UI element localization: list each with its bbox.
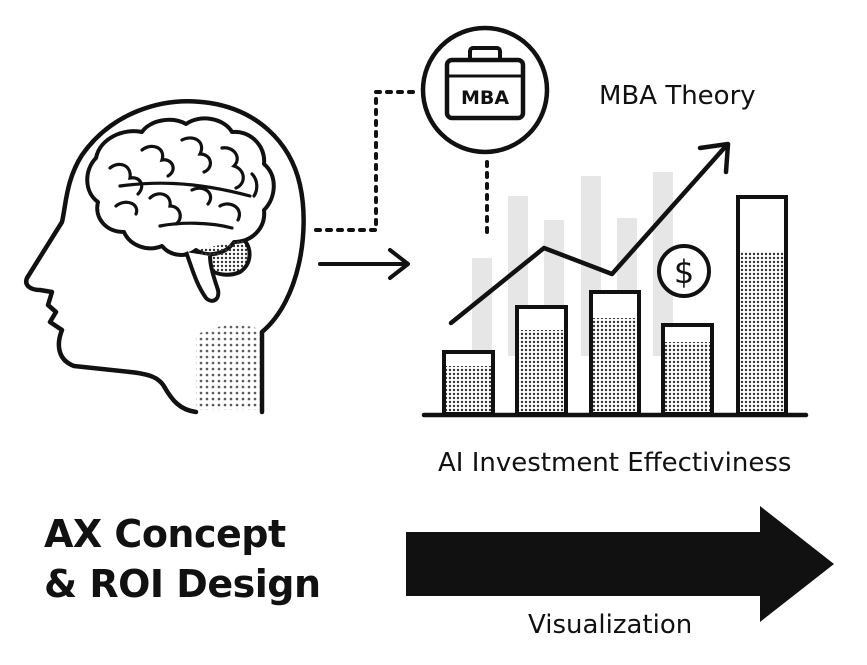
ai-investment-label: AI Investment Effectiviness xyxy=(438,448,791,478)
neck-shading xyxy=(196,325,262,410)
dollar-symbol: $ xyxy=(674,253,694,291)
briefcase-icon: MBA xyxy=(420,25,550,155)
bar-2 xyxy=(515,305,568,416)
mba-theory-label: MBA Theory xyxy=(599,81,756,111)
brain-stem xyxy=(184,251,221,303)
human-head-profile-icon xyxy=(24,99,306,415)
visualization-label: Visualization xyxy=(528,610,692,640)
bar-3 xyxy=(589,290,641,416)
dotted-connector xyxy=(314,90,489,238)
bar-chart-graphic: $ xyxy=(421,141,809,418)
background-bars xyxy=(472,172,673,356)
briefcase-label: MBA xyxy=(461,87,509,109)
bar-1 xyxy=(442,350,495,416)
bar-4 xyxy=(661,323,714,416)
dollar-coin-icon: $ xyxy=(657,244,711,298)
right-arrow-icon xyxy=(318,248,410,280)
title-line-2: & ROI Design xyxy=(44,562,321,606)
big-right-arrow-icon xyxy=(406,506,834,622)
brain-outline xyxy=(85,116,276,257)
brain-folds xyxy=(108,136,259,230)
bar-5 xyxy=(736,195,788,416)
brain-icon xyxy=(85,116,276,303)
trend-up-arrow-icon xyxy=(448,141,731,326)
light-bar xyxy=(472,258,492,356)
foreground-bars xyxy=(442,195,788,416)
title-line-1: AX Concept xyxy=(44,512,286,556)
head-outline xyxy=(24,99,306,415)
